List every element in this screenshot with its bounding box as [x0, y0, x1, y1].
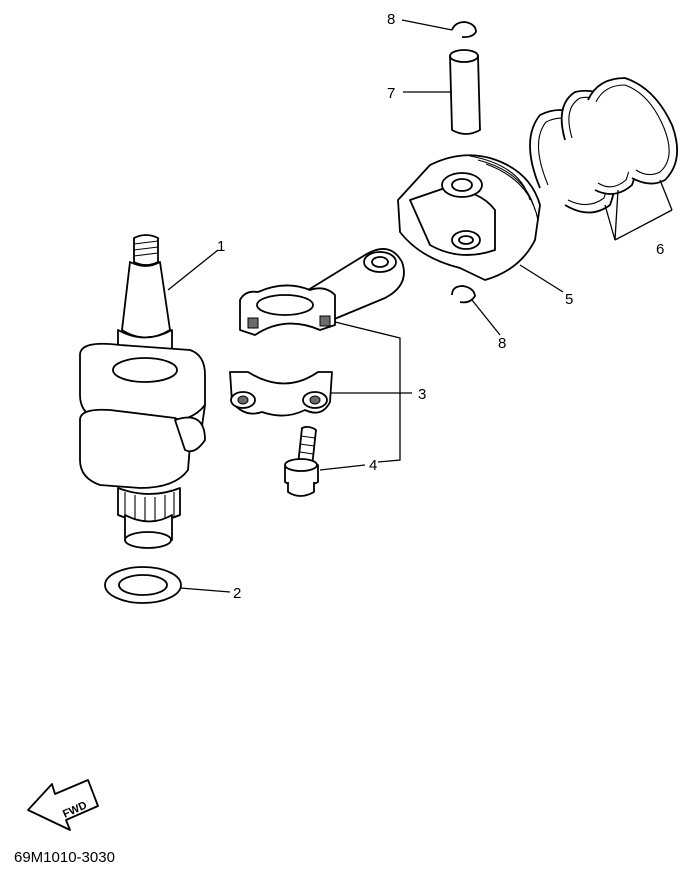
drawing-code: 69M1010-3030 — [14, 849, 115, 866]
callout-8-bottom: 8 — [498, 335, 506, 352]
piston-pin — [449, 49, 481, 135]
callout-5: 5 — [565, 291, 573, 308]
piston-rings — [529, 77, 679, 214]
washer — [104, 566, 182, 604]
pin-clip-bottom — [451, 285, 476, 304]
callout-1: 1 — [217, 238, 225, 255]
pin-clip-top — [451, 21, 477, 39]
callout-3: 3 — [418, 386, 426, 403]
callout-4: 4 — [369, 457, 377, 474]
callouts: 1 2 3 4 5 6 7 8 8 — [217, 11, 664, 602]
callout-6: 6 — [656, 241, 664, 258]
rod-bolt — [284, 425, 319, 497]
connecting-rod — [229, 248, 405, 417]
callout-2: 2 — [233, 585, 241, 602]
callout-7: 7 — [387, 85, 395, 102]
crankshaft — [79, 234, 206, 549]
leader-lines — [167, 19, 673, 593]
callout-8-top: 8 — [387, 11, 395, 28]
piston — [397, 154, 541, 281]
forward-arrow: FWD — [27, 779, 99, 831]
